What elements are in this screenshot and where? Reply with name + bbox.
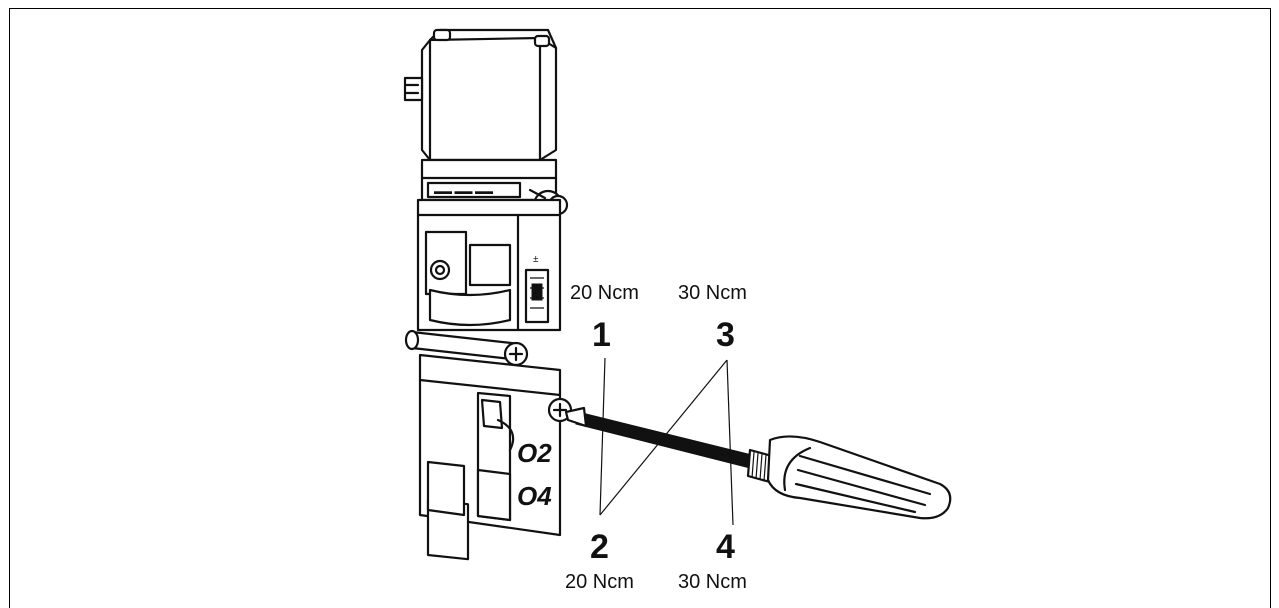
callout-2-number: 2 — [590, 528, 609, 566]
port-label-4: O4 — [517, 481, 552, 511]
solenoid-coil — [420, 36, 558, 162]
valve-illustration: ▬▬ ▬▬ ▬▬ ± — [403, 28, 573, 561]
port-label-2: O2 — [517, 438, 552, 468]
screwdriver-illustration — [564, 406, 952, 520]
screwdriver-handle — [766, 435, 952, 520]
screwdriver-tip — [564, 406, 588, 428]
callout-3-torque: 30 Ncm — [678, 282, 747, 304]
callout-4-number: 4 — [716, 528, 735, 566]
connector-pin — [403, 76, 424, 102]
leader-1-2 — [599, 357, 606, 516]
indicator-window — [424, 230, 468, 296]
callout-4-torque: 30 Ncm — [678, 571, 747, 593]
callout-3-number: 3 — [716, 316, 735, 354]
svg-text:±: ± — [533, 254, 539, 265]
callout-1-number: 1 — [592, 316, 611, 354]
callout-1-torque: 20 Ncm — [570, 282, 639, 304]
leader-3-4 — [726, 359, 734, 526]
svg-text:▬▬ ▬▬ ▬▬: ▬▬ ▬▬ ▬▬ — [434, 186, 493, 196]
leader-3-2 — [599, 359, 728, 516]
callout-lines — [599, 357, 734, 526]
figure-frame — [9, 8, 1271, 608]
callout-2-torque: 20 Ncm — [565, 571, 634, 593]
